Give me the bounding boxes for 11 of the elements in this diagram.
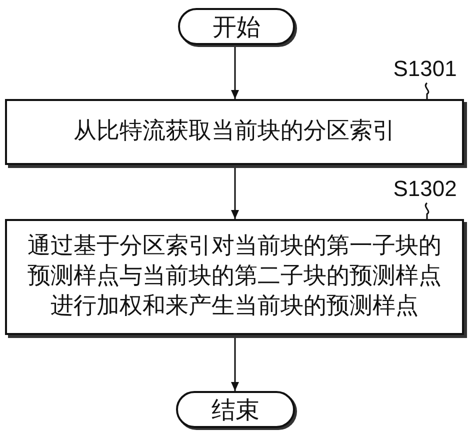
leader-line — [424, 82, 430, 99]
end-terminal: 结束 — [176, 391, 295, 428]
process-box: 从比特流获取当前块的分区索引 — [5, 99, 464, 165]
start-terminal: 开始 — [178, 8, 295, 45]
step-number: S1302 — [388, 176, 462, 202]
arrow — [231, 45, 239, 99]
leader-line — [424, 202, 430, 219]
step-number: S1301 — [388, 56, 462, 82]
arrow — [231, 335, 239, 391]
arrow — [231, 165, 239, 219]
process-box: 通过基于分区索引对当前块的第一子块的预测样点与当前块的第二子块的预测样点进行加权和来产生当前块的预测样点 — [5, 219, 464, 335]
